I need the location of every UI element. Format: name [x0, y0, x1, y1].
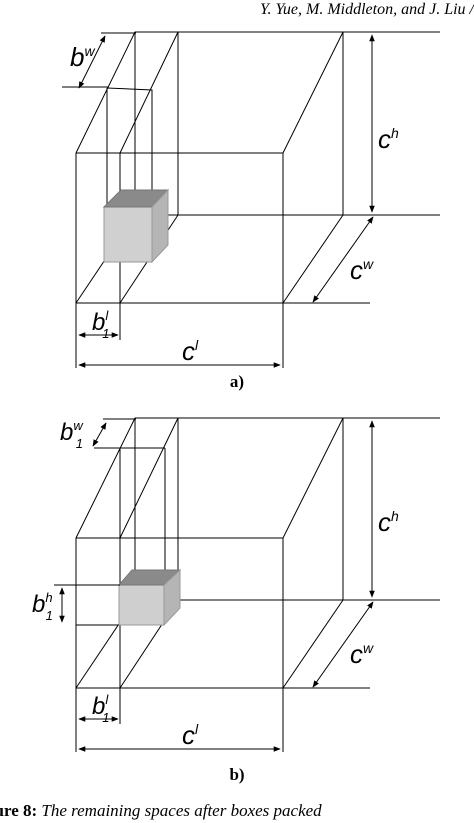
container-front-face-b [75, 537, 284, 689]
caption-prefix: gure 8: [0, 801, 38, 820]
panel-a-label: a) [229, 372, 245, 391]
running-header: Y. Yue, M. Middleton, and J. Liu / [260, 1, 474, 18]
panel-b-label: b) [229, 765, 245, 784]
label-bw: bw [70, 42, 95, 72]
panel-b-diagram [54, 417, 440, 752]
label-cw-b: cw [350, 639, 374, 669]
panel-a-diagram [62, 31, 440, 368]
figure-caption: gure 8: The remaining spaces after boxes… [0, 801, 322, 821]
container-top-edge-b [282, 417, 344, 539]
packed-box-b-side [163, 568, 181, 627]
space-slab-top-edge [119, 31, 179, 154]
label-cw: cw [350, 255, 374, 285]
dim-cw-arrow [312, 216, 374, 303]
caption-text: The remaining spaces after boxes packed [41, 801, 322, 820]
label-cl: cl [182, 336, 199, 366]
packed-box-b-front [118, 584, 165, 626]
label-cl-b: cl [182, 720, 199, 750]
label-ch-b: ch [378, 507, 399, 537]
space-slab-top [106, 87, 153, 195]
dim-b1w-arrow [92, 422, 107, 447]
dim-bw-arrow [78, 35, 106, 89]
label-ch: ch [378, 124, 399, 154]
space-slab-b-top-edge [119, 417, 179, 539]
packed-box-front [103, 206, 153, 263]
container-top-edge [282, 31, 344, 154]
dim-cw-arrow-b [312, 601, 374, 688]
packed-box-side [151, 188, 169, 264]
container-top-right-edges-b [75, 417, 344, 689]
